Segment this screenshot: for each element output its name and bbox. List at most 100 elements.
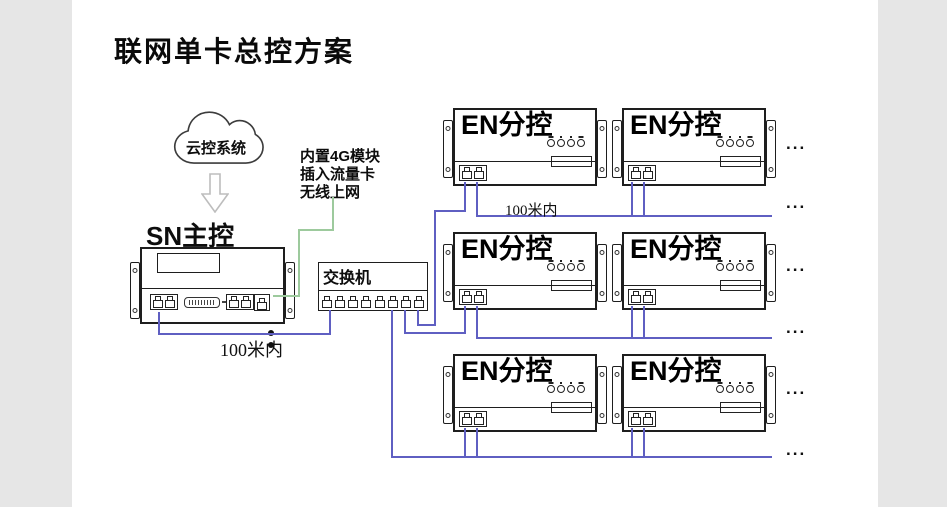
en-controller-label: EN分控 xyxy=(461,234,553,264)
rj45-port-icon xyxy=(462,167,472,179)
port-strip xyxy=(624,407,764,430)
address-knobs xyxy=(547,263,585,271)
divider xyxy=(319,290,427,291)
cable-segment xyxy=(643,306,645,339)
rj45-port-icon xyxy=(462,291,472,303)
device-shell: EN分控 xyxy=(622,232,766,310)
mounting-ear xyxy=(612,366,622,424)
wireless-cable-segment xyxy=(332,197,334,231)
ethernet-ports xyxy=(459,165,487,181)
en-controller-label: EN分控 xyxy=(461,110,553,140)
port-strip xyxy=(455,285,595,308)
rj45-port-icon xyxy=(474,167,484,179)
more-devices-ellipsis: ... xyxy=(786,193,807,212)
cable-switch-port8-drop xyxy=(417,310,419,325)
rj45-port-icon xyxy=(400,296,411,308)
rj45-port-icon xyxy=(474,291,484,303)
en-controller-r3c2: EN分控 xyxy=(612,354,776,432)
wireless-note: 内置4G模块 插入流量卡 无线上网 xyxy=(300,148,380,202)
down-arrow-icon xyxy=(201,173,229,213)
wireless-cable-segment xyxy=(273,295,300,297)
rj45-port-icon xyxy=(643,167,653,179)
ethernet-ports xyxy=(459,289,487,305)
more-devices-ellipsis: ... xyxy=(786,134,807,153)
port-strip xyxy=(624,285,764,308)
distance-label-master: 100米内 xyxy=(220,340,283,360)
device-shell: EN分控 xyxy=(453,354,597,432)
rj45-port-icon xyxy=(374,296,385,308)
rj45-port-icon xyxy=(631,167,641,179)
cable-segment xyxy=(434,210,466,212)
device-shell: EN分控 xyxy=(622,354,766,432)
more-devices-ellipsis: ... xyxy=(786,379,807,398)
rj45-port-icon xyxy=(241,296,251,308)
cable-sn-drop xyxy=(158,312,160,334)
mounting-ear xyxy=(130,262,140,319)
mounting-ear xyxy=(766,244,776,302)
port-strip xyxy=(455,161,595,184)
rj45-port-icon xyxy=(257,298,267,310)
cable-row3-chain xyxy=(391,456,772,458)
device-shell: EN分控 xyxy=(453,108,597,186)
ethernet-ports xyxy=(628,411,656,427)
mounting-ear xyxy=(612,120,622,178)
address-knobs xyxy=(716,139,754,147)
rj45-port-icon xyxy=(643,413,653,425)
ethernet-ports xyxy=(628,289,656,305)
address-knobs xyxy=(547,139,585,147)
mounting-ear xyxy=(597,244,607,302)
cable-segment xyxy=(631,306,633,339)
rj45-port-icon xyxy=(361,296,372,308)
cable-switch-port6-drop xyxy=(391,310,393,458)
device-shell: EN分控 xyxy=(453,232,597,310)
port-strip xyxy=(624,161,764,184)
cable-segment xyxy=(464,182,466,212)
cable-switch-to-row2 xyxy=(404,332,466,334)
rj45-port-icon xyxy=(474,413,484,425)
switch-label: 交换机 xyxy=(323,270,372,287)
rj45-port-icon xyxy=(335,296,346,308)
cable-segment xyxy=(631,428,633,458)
rj45-port-icon xyxy=(348,296,359,308)
more-devices-ellipsis: ... xyxy=(786,440,807,459)
en-controller-label: EN分控 xyxy=(630,110,722,140)
cable-segment xyxy=(476,306,478,339)
rj45-port-icon xyxy=(165,296,175,308)
device-shell: 交换机 xyxy=(318,262,428,311)
ethernet-ports xyxy=(459,411,487,427)
wan-port xyxy=(254,294,270,311)
rj45-port-icon xyxy=(413,296,424,308)
ethernet-ports xyxy=(628,165,656,181)
device-shell: EN分控 xyxy=(622,108,766,186)
page-title: 联网单卡总控方案 xyxy=(114,36,355,67)
wireless-note-line2: 插入流量卡 xyxy=(300,166,376,183)
cable-sn-to-switch xyxy=(158,333,331,335)
en-controller-label: EN分控 xyxy=(461,356,553,386)
cable-segment xyxy=(417,324,436,326)
rj45-port-icon xyxy=(153,296,163,308)
antenna-connector xyxy=(268,342,274,348)
en-controller-r2c1: EN分控 xyxy=(443,232,607,310)
device-shell xyxy=(140,247,285,348)
distance-label-row1: 100米内 xyxy=(505,203,558,219)
mounting-ear xyxy=(443,120,453,178)
wireless-cable-segment xyxy=(298,229,300,297)
mounting-ear xyxy=(443,244,453,302)
en-controller-r1c1: EN分控 xyxy=(443,108,607,186)
rj45-port-icon xyxy=(631,291,641,303)
ethernet-switch: 交换机 xyxy=(318,262,428,311)
address-knobs xyxy=(716,385,754,393)
en-controller-r3c1: EN分控 xyxy=(443,354,607,432)
cable-segment xyxy=(476,182,478,217)
more-devices-ellipsis: ... xyxy=(786,256,807,275)
mounting-ear xyxy=(766,120,776,178)
port-strip xyxy=(142,288,283,348)
mounting-ear xyxy=(612,244,622,302)
sn-master-label: SN主控 xyxy=(146,221,235,251)
rj45-port-icon xyxy=(387,296,398,308)
mounting-ear xyxy=(597,366,607,424)
cable-segment xyxy=(476,428,478,458)
en-controller-r2c2: EN分控 xyxy=(612,232,776,310)
cable-switch-port7-drop xyxy=(404,310,406,334)
mounting-ear xyxy=(597,120,607,178)
